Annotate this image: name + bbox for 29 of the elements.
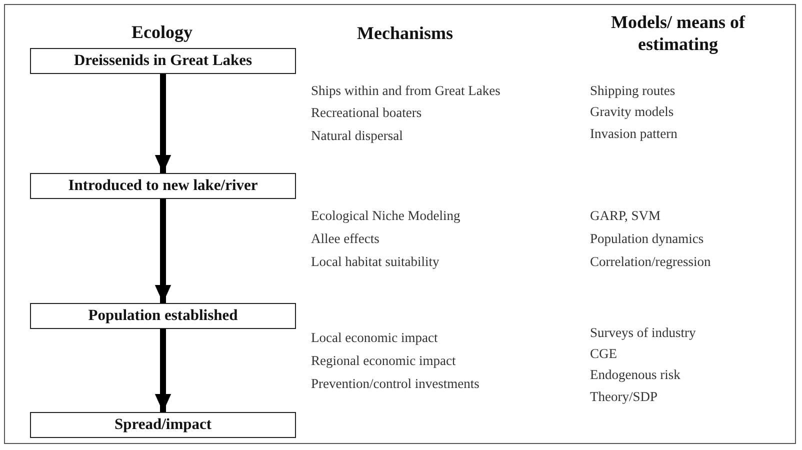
list-item: Endogenous risk — [590, 367, 680, 383]
list-item: CGE — [590, 346, 617, 362]
list-item: Population dynamics — [590, 231, 704, 247]
column-heading: Ecology — [130, 21, 194, 43]
list-item: Theory/SDP — [590, 389, 658, 405]
list-item: Invasion pattern — [590, 126, 678, 142]
arrow — [154, 199, 172, 303]
process-box: Dreissenids in Great Lakes — [30, 48, 296, 74]
process-box: Population established — [30, 303, 296, 329]
list-item: Allee effects — [311, 231, 380, 247]
list-item: Recreational boaters — [311, 105, 422, 121]
list-item: Surveys of industry — [590, 325, 696, 341]
list-item: Local economic impact — [311, 330, 438, 346]
list-item: Correlation/regression — [590, 254, 711, 270]
arrow — [154, 329, 172, 412]
list-item: GARP, SVM — [590, 208, 661, 224]
list-item: Prevention/control investments — [311, 376, 480, 392]
process-box: Spread/impact — [30, 412, 296, 438]
arrow — [154, 74, 172, 173]
column-heading: Models/ means of estimating — [610, 11, 746, 55]
process-box: Introduced to new lake/river — [30, 173, 296, 199]
list-item: Ecological Niche Modeling — [311, 208, 460, 224]
column-heading: Mechanisms — [356, 22, 454, 44]
list-item: Local habitat suitability — [311, 254, 440, 270]
list-item: Gravity models — [590, 104, 674, 120]
list-item: Natural dispersal — [311, 128, 403, 144]
list-item: Regional economic impact — [311, 353, 456, 369]
list-item: Ships within and from Great Lakes — [311, 83, 500, 99]
list-item: Shipping routes — [590, 83, 676, 99]
